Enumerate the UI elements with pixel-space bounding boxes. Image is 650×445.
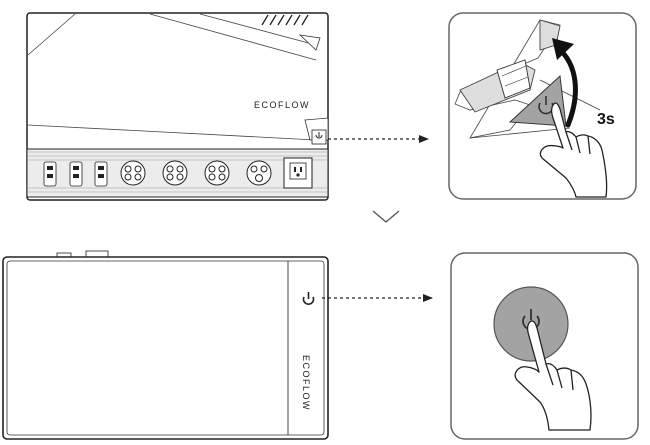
panel-vent-lines <box>28 151 327 193</box>
power-icon <box>302 292 315 305</box>
power-station-top: ECOFLOW <box>26 12 329 201</box>
pointing-hand-icon <box>539 102 608 198</box>
chevron-down-icon <box>372 210 400 223</box>
device-edge <box>454 19 561 139</box>
port <box>283 157 313 189</box>
port <box>120 160 146 186</box>
power-icon <box>315 132 323 139</box>
top-handle <box>85 250 109 258</box>
port-panel <box>26 148 329 198</box>
port <box>204 160 230 186</box>
power-button-bottom-device[interactable] <box>302 292 315 305</box>
hold-duration-label: 3s <box>597 111 615 128</box>
vent-slots <box>261 14 309 26</box>
device-inner <box>6 260 325 436</box>
brand-logo: ECOFLOW <box>254 100 310 110</box>
device-outline <box>2 256 329 440</box>
device-surface-lines <box>27 13 317 141</box>
port <box>162 160 188 186</box>
port <box>246 160 272 186</box>
power-button-top-device[interactable] <box>311 129 327 145</box>
brand-logo-vertical: ECOFLOW <box>301 355 311 411</box>
power-station-bottom: ECOFLOW <box>2 250 329 440</box>
port <box>69 161 83 187</box>
pointing-hand-icon <box>514 320 592 431</box>
trim-top-right <box>298 34 321 51</box>
port <box>43 161 57 187</box>
port <box>94 161 108 187</box>
callout-press-button <box>450 252 639 440</box>
callout-hold-button: 3s <box>448 12 637 200</box>
